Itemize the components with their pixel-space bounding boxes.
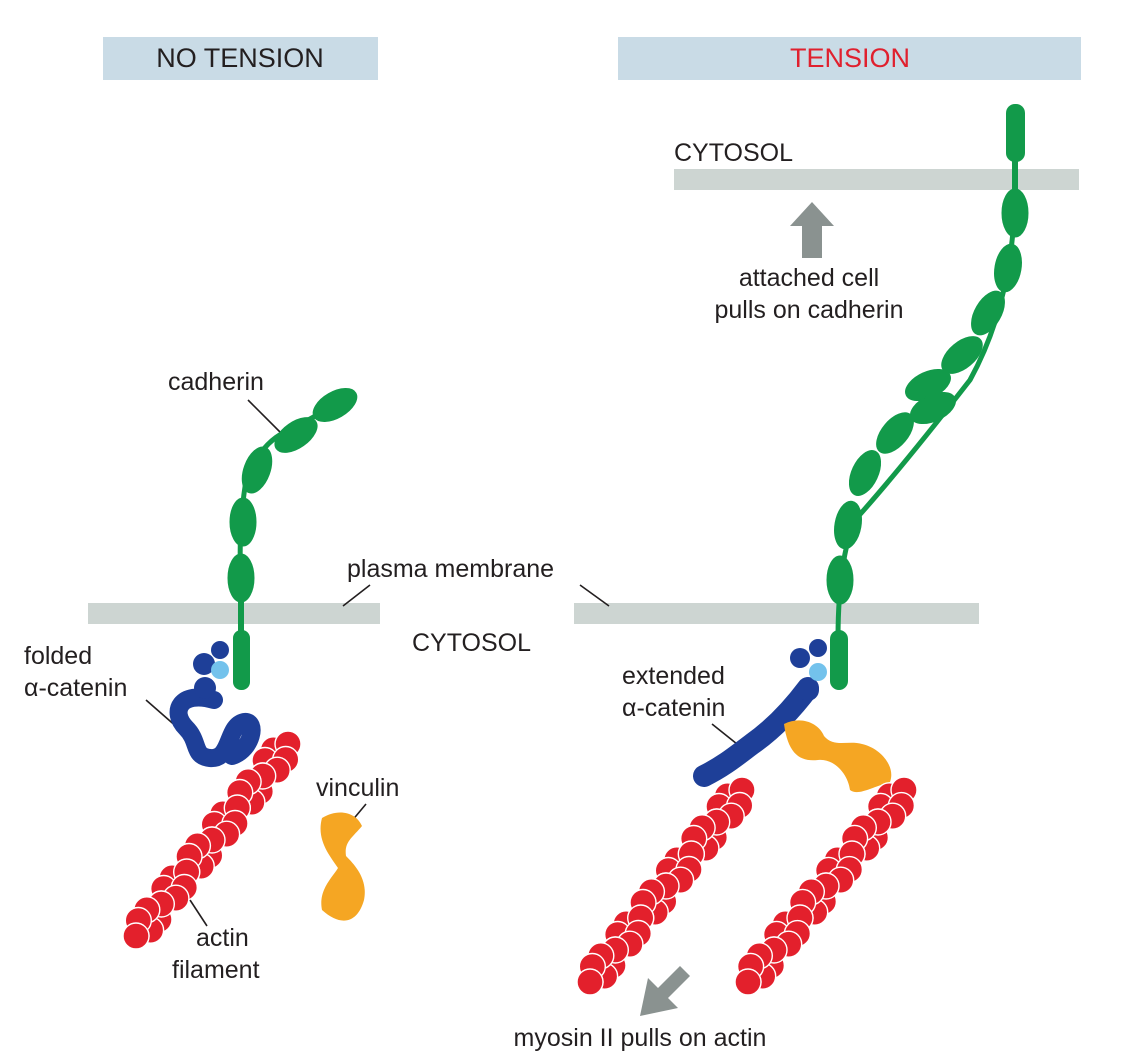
header-no-tension-label: NO TENSION: [156, 43, 324, 73]
up-arrow-icon: [790, 202, 834, 258]
actin-label-1: actin: [196, 924, 249, 952]
myosin-label: myosin II pulls on actin: [514, 1024, 767, 1052]
left-actin-filament: [122, 730, 302, 950]
left-vinculin: [320, 812, 365, 921]
folded-label-1: folded: [24, 642, 92, 670]
right-plasma-membrane: [574, 603, 979, 624]
vinculin-label: vinculin: [316, 774, 399, 802]
cadherin-label: cadherin: [168, 368, 264, 396]
extended-label-1: extended: [622, 662, 725, 690]
cytosol-mid-label: CYTOSOL: [412, 629, 531, 657]
pull-cell-label-1: attached cell: [739, 264, 879, 292]
right-cadherin: [826, 104, 1029, 690]
right-extended-catenin: [693, 639, 827, 787]
cytosol-top-label: CYTOSOL: [674, 139, 793, 167]
header-tension: TENSION: [618, 37, 1081, 80]
left-plasma-membrane: [88, 603, 380, 624]
right-actin-filament-2: [734, 776, 918, 996]
left-cadherin: [227, 388, 358, 690]
left-folded-catenin: [169, 641, 261, 767]
extended-label-2: α-catenin: [622, 694, 725, 722]
folded-label-2: α-catenin: [24, 674, 127, 702]
right-vinculin: [784, 720, 892, 793]
actin-label-2: filament: [172, 956, 260, 984]
header-tension-label: TENSION: [790, 43, 910, 73]
down-left-arrow-icon: [640, 966, 690, 1016]
top-membrane: [674, 169, 1079, 190]
header-no-tension: NO TENSION: [103, 37, 378, 80]
plasma-membrane-label: plasma membrane: [347, 555, 554, 583]
pull-cell-label-2: pulls on cadherin: [714, 296, 903, 324]
right-actin-filament-1: [576, 776, 756, 996]
